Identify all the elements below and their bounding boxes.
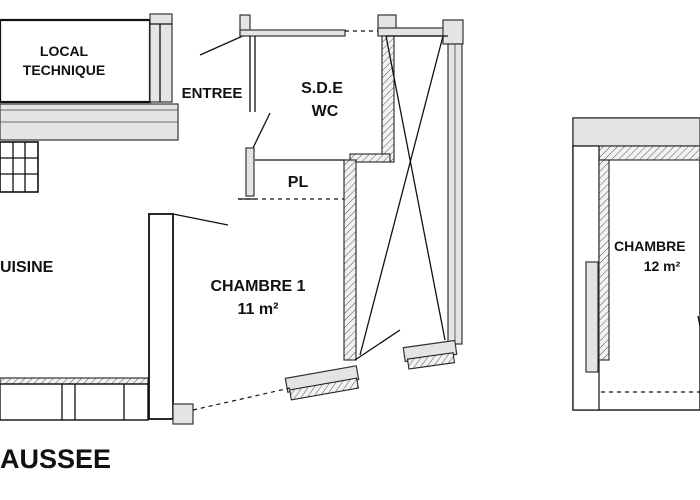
bathroom-walls [239, 14, 449, 163]
void-diagonal-2 [359, 35, 444, 356]
local-technique-label-line1: LOCAL [40, 43, 89, 59]
kitchen-window [0, 141, 39, 193]
placard-label: PL [288, 174, 309, 191]
chambre1-window [284, 365, 360, 401]
entry-door-leaf [199, 34, 246, 56]
kitchen-bottom-wall [0, 377, 149, 421]
wall-chambre1-left [148, 213, 291, 425]
chambre2-area: 12 m² [644, 258, 681, 274]
wall-kitchen-top [0, 103, 179, 141]
chambre1-name: CHAMBRE 1 [210, 278, 305, 295]
sde-label-line1: S.D.E [301, 80, 343, 97]
cuisine-label: UISINE [0, 259, 54, 276]
chambre1-area: 11 m² [238, 301, 279, 318]
void-diagonal-1 [385, 35, 446, 341]
bathroom-door [245, 112, 346, 197]
wall-chambre1-right [343, 159, 357, 361]
local-technique-room [0, 13, 173, 104]
chambre2-walls [572, 117, 700, 411]
entree-label: ENTREE [182, 85, 243, 102]
stair-structure [354, 19, 464, 370]
sde-label-line2: WC [312, 103, 339, 120]
level-title: AUSSEE [0, 444, 111, 474]
local-technique-label-line2: TECHNIQUE [23, 62, 105, 78]
chambre2-name: CHAMBRE [614, 238, 686, 254]
